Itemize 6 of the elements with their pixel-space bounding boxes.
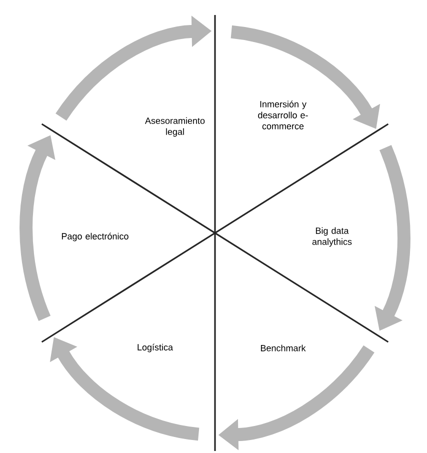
sector-label: Logística (138, 344, 173, 352)
sector-label: Big data analythics (312, 227, 352, 247)
sector-label: Inmersión y desarrollo e-commerce (258, 100, 308, 130)
sector-label: Benchmark (260, 344, 306, 352)
sector-label: Pago electrónico (62, 232, 128, 242)
sector-label: Asesoramiento legal (145, 117, 205, 137)
